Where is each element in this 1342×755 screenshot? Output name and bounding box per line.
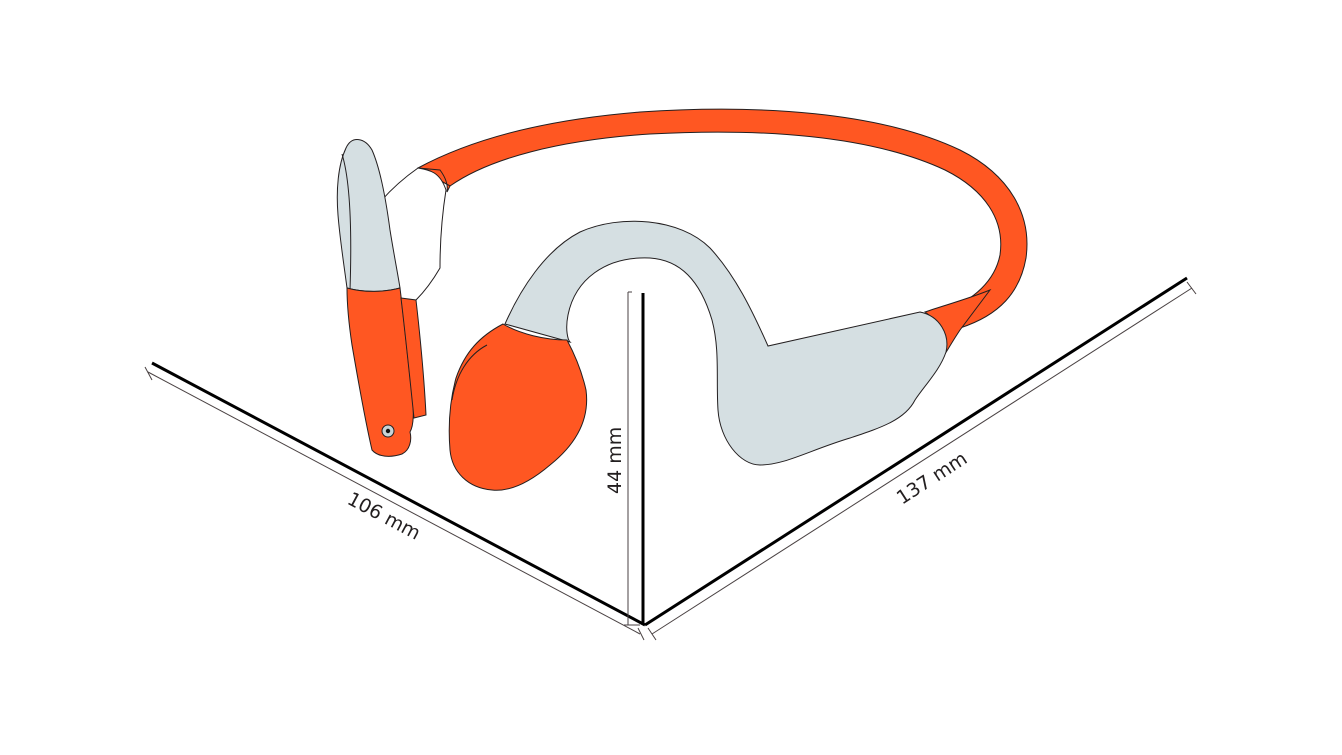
depth-tick-end (637, 627, 645, 641)
left-pod-side-panel (400, 297, 427, 419)
right-ear-hook (504, 220, 948, 466)
depth-dimension-line (147, 371, 641, 635)
width-dimension-line (651, 287, 1193, 635)
left-hook-white-connector (380, 167, 447, 301)
width-tick-start (647, 627, 657, 641)
dimension-lines (144, 281, 1197, 641)
neckband-left-tail (417, 167, 451, 193)
right-pod-edge (451, 344, 488, 401)
width-axis-line (644, 276, 1188, 627)
width-tick-end (1186, 281, 1197, 295)
depth-axis-line (151, 361, 646, 627)
depth-tick-start (144, 366, 153, 381)
dimension-labels: 106 mm 44 mm 137 mm (344, 427, 972, 545)
left-hook-inner-edge (341, 153, 352, 291)
right-pod (448, 323, 588, 491)
left-pod-button-dot (385, 428, 391, 434)
dimension-axes (151, 276, 1188, 627)
right-hook-gray-arc (504, 220, 948, 466)
neckband (416, 108, 1028, 360)
width-label: 137 mm (893, 448, 972, 510)
left-pod (346, 287, 427, 457)
left-ear-hook (336, 139, 447, 301)
height-label: 44 mm (604, 427, 626, 494)
depth-label: 106 mm (344, 488, 424, 545)
right-pod-body (448, 323, 588, 491)
